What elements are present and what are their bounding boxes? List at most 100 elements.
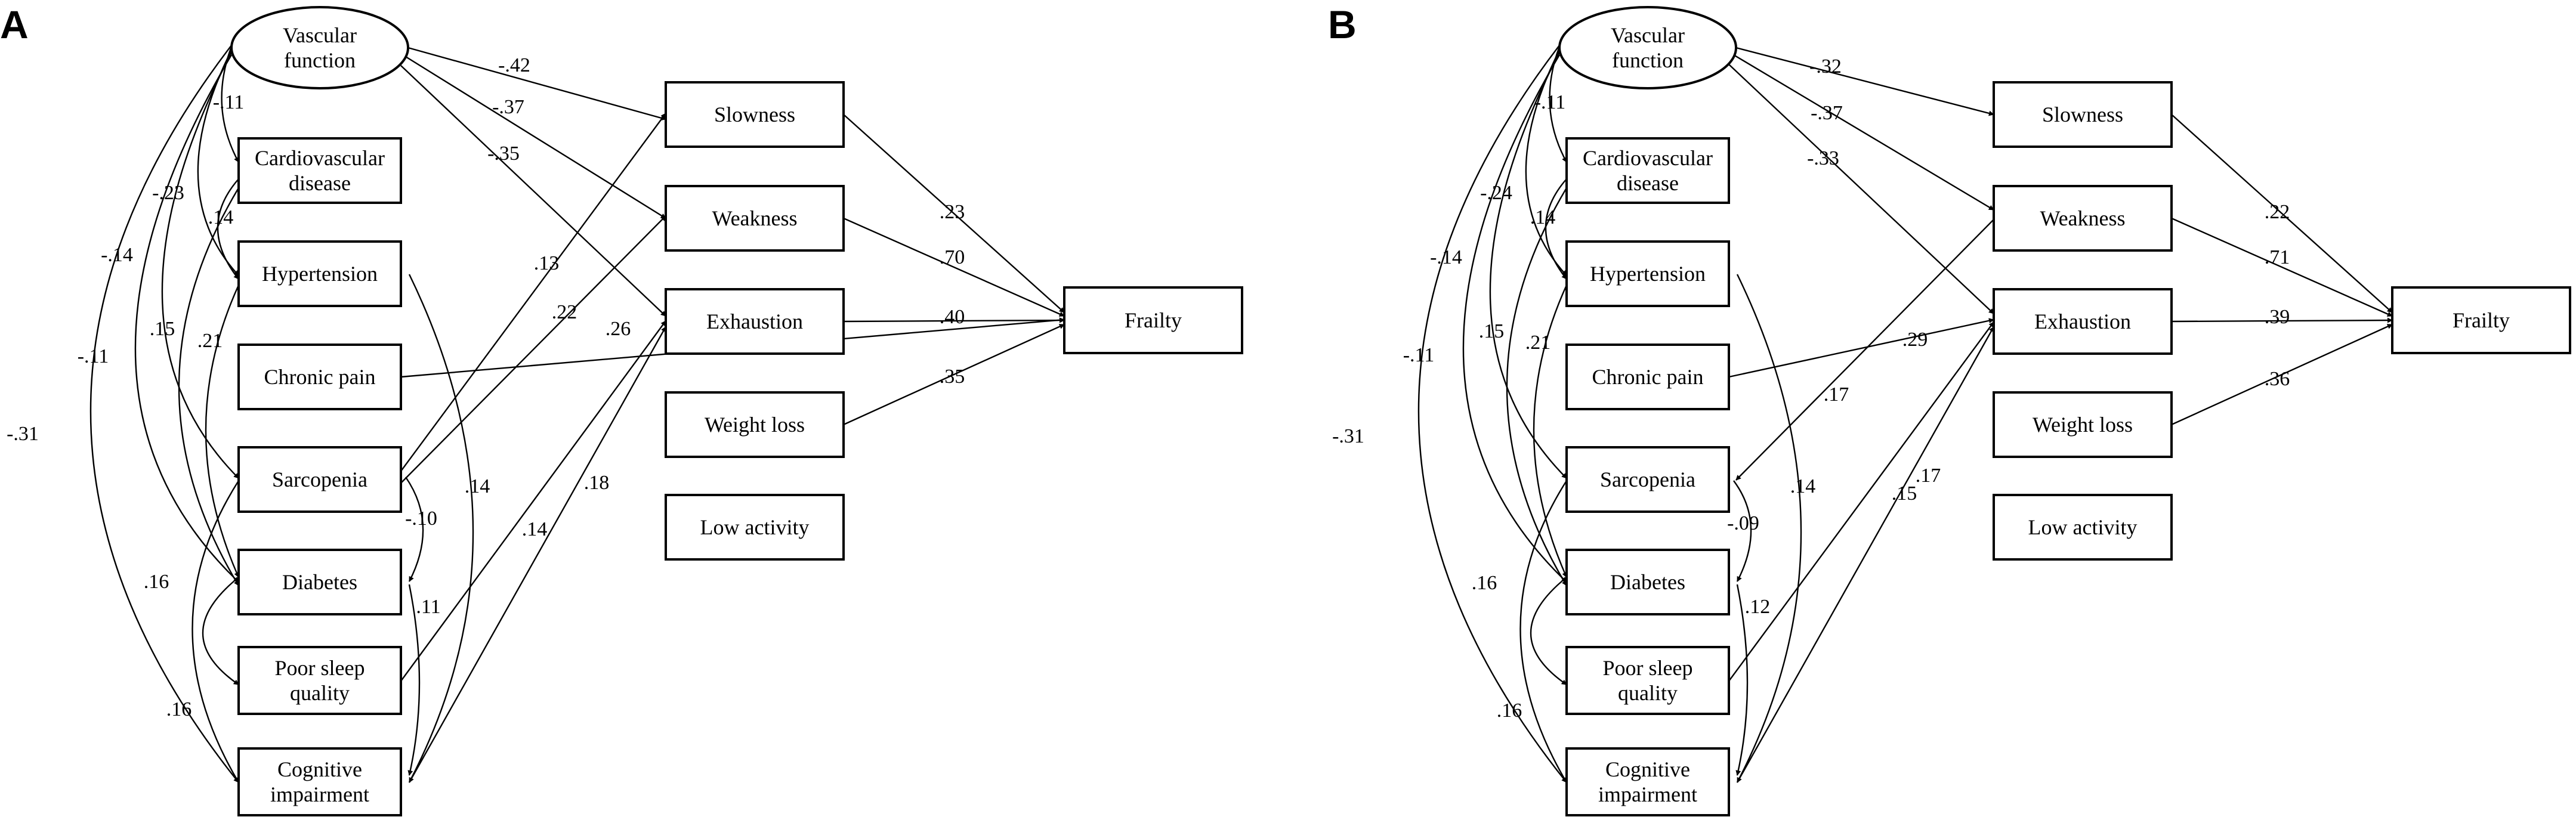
coef-vf-weak: -.37	[1811, 102, 1843, 124]
coef-dm-psq: .16	[166, 698, 192, 720]
path-psq-exh	[1728, 321, 1994, 682]
node-label: Frailty	[2453, 308, 2510, 332]
node-la: Low activity	[665, 494, 845, 561]
coef-ci-exh: .17	[1916, 465, 1941, 487]
node-weak: Weakness	[665, 185, 845, 252]
path-weak-sar	[1735, 219, 1994, 481]
node-sar: Sarcopenia	[1565, 446, 1730, 513]
path-htn-ci	[1736, 274, 1802, 783]
path-htn-dm	[1533, 284, 1568, 578]
path-vf-ci	[89, 45, 239, 783]
coef-wl-fr: .36	[2265, 368, 2290, 390]
node-fr: Frailty	[1063, 286, 1243, 354]
node-label: Frailty	[1125, 308, 1182, 332]
path-dm-ci	[1735, 584, 1749, 776]
node-label: Chronic pain	[1592, 365, 1704, 389]
node-slow: Slowness	[1993, 81, 2173, 148]
node-label: Vascular	[283, 23, 357, 47]
coef-slow-fr: .23	[940, 201, 965, 223]
coef-psq-exh: .14	[522, 518, 548, 540]
path-psq-exh	[400, 320, 666, 682]
coef-cvd-htn: .14	[208, 206, 234, 228]
path-htn-dm	[205, 284, 240, 578]
path-ci-exh	[408, 326, 667, 783]
node-label: function	[284, 48, 356, 72]
node-wl: Weight loss	[1993, 391, 2173, 458]
node-label: Vascular	[1611, 23, 1685, 47]
path-htn-ci	[408, 274, 474, 783]
coef-vf-slow: -.32	[1809, 55, 1842, 78]
path-sar-slow	[400, 113, 666, 472]
coef-vf-ci: -.31	[7, 423, 39, 445]
panel-b: B-.32-.37-.33-.11-.24-.14-.11-.31.14.15.…	[1328, 2, 2571, 816]
coef-vf-slow: -.42	[498, 54, 530, 76]
coef-slow-fr: .22	[2265, 201, 2290, 223]
coef-sar-weak: .22	[552, 301, 577, 323]
node-label: Low activity	[700, 515, 810, 539]
panel-label: A	[0, 2, 29, 47]
coef-vf-weak: -.37	[492, 96, 524, 118]
path-weak-fr	[2171, 217, 2393, 317]
node-label: Low activity	[2028, 515, 2138, 539]
path-sar-dm	[1733, 480, 1752, 582]
node-label: quality	[1618, 681, 1678, 705]
node-label: Diabetes	[1610, 570, 1685, 594]
node-label: Slowness	[714, 103, 795, 126]
node-dm: Diabetes	[1565, 549, 1730, 615]
path-cp-exh	[1728, 318, 1994, 378]
node-label: Hypertension	[1590, 262, 1706, 286]
coef-dm-psq: .16	[1497, 700, 1522, 722]
node-label: Cognitive	[277, 757, 362, 781]
coef-ci-exh: .18	[584, 472, 610, 494]
path-vf-slow	[407, 47, 666, 121]
coef-cvd-dm: .15	[150, 318, 175, 340]
path-vf-sar	[161, 52, 239, 479]
path-dm-psq	[202, 577, 239, 685]
coef-vf-dm: -.11	[1403, 344, 1435, 366]
node-label: disease	[289, 171, 351, 195]
node-fr: Frailty	[2391, 286, 2571, 354]
node-label: Cardiovascular	[1583, 146, 1713, 170]
path-exh-fr	[843, 317, 1065, 323]
path-vf-dm	[1462, 54, 1567, 583]
path-wl-fr	[2171, 323, 2393, 426]
node-label: Cardiovascular	[255, 146, 385, 170]
node-cp: Chronic pain	[1565, 344, 1730, 410]
node-label: Weakness	[712, 206, 797, 230]
coef-exh-fr: .40	[940, 306, 965, 328]
path-vf-weak	[405, 55, 666, 219]
node-wl: Weight loss	[665, 391, 845, 458]
coef-htn-ci: .14	[1790, 475, 1816, 497]
path-vf-sar	[1489, 52, 1567, 479]
path-vf-exh	[400, 65, 666, 317]
path-cvd-dm	[1506, 187, 1568, 586]
coef-cvd-htn: .14	[1530, 206, 1556, 228]
panel-label: B	[1328, 2, 1357, 47]
node-label: Diabetes	[282, 570, 357, 594]
node-label: function	[1612, 48, 1684, 72]
coef-sar-ci: .16	[1472, 572, 1497, 594]
coef-dm-ci: .11	[416, 596, 440, 618]
coef-cvd-dm: .15	[1479, 320, 1505, 342]
node-label: Weight loss	[2033, 413, 2133, 437]
coef-wl-fr: .35	[940, 366, 965, 388]
node-label: impairment	[270, 782, 369, 806]
node-cp: Chronic pain	[237, 344, 402, 410]
coef-sar-slow: .13	[534, 252, 560, 274]
node-label: Exhaustion	[2034, 310, 2131, 333]
coef-weak-fr: .71	[2265, 246, 2290, 268]
coef-exh-fr: .39	[2265, 306, 2290, 328]
node-label: quality	[290, 681, 350, 705]
path-vf-ci	[1417, 45, 1567, 783]
node-label: Cognitive	[1605, 757, 1690, 781]
path-cvd-dm	[178, 187, 240, 586]
coef-vf-exh: -.35	[487, 143, 520, 165]
path-sar-weak	[400, 215, 666, 484]
coef-weak-fr: .70	[940, 246, 965, 268]
coef-sar-dm: -.09	[1727, 512, 1759, 534]
coef-dm-ci: .12	[1745, 596, 1771, 618]
node-label: Slowness	[2042, 103, 2123, 126]
